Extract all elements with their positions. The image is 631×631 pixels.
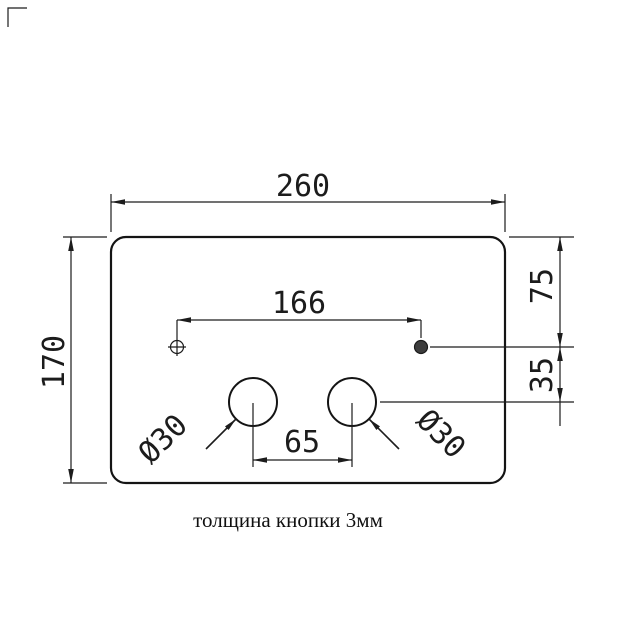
arrowhead [369,419,380,430]
dim-height-label: 170 [37,335,72,389]
arrowhead [557,237,563,251]
arrowhead [68,237,74,251]
arrowhead [491,199,505,205]
dim-circle-spacing: 65 [252,403,353,467]
arrowhead [111,199,125,205]
drawing-caption: толщина кнопки 3мм [193,508,383,532]
arrowhead [177,317,191,323]
mounting-hole-left [168,338,186,356]
arrowhead [253,457,267,463]
arrowhead [557,333,563,347]
dim-right-offsets: 75 35 [380,236,574,426]
dim-width-label: 260 [276,169,330,204]
dim-mid-offset-label: 35 [525,357,560,393]
arrowhead [68,469,74,483]
plate-outline [109,235,507,485]
arrowhead [557,388,563,402]
dim-top-offset-label: 75 [525,268,560,304]
dim-hole-spacing-label: 166 [272,286,326,321]
dim-circle-spacing-label: 65 [284,425,320,460]
frame-corner-mark [7,7,27,27]
dim-width: 260 [110,169,506,232]
arrowhead [407,317,421,323]
arrowhead [338,457,352,463]
mounting-hole-right [413,339,429,355]
dim-hole-spacing: 166 [176,286,422,338]
arrowhead [557,347,563,361]
dim-height: 170 [37,236,107,484]
arrowhead [225,419,236,430]
